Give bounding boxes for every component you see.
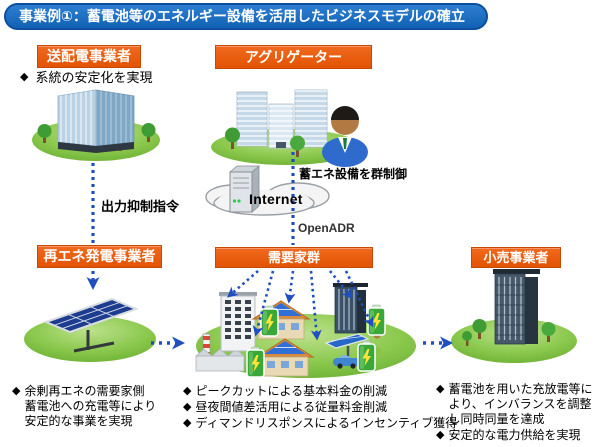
label-group-control: 蓄エネ設備を群制御 [299,167,408,181]
apartment-icon [219,292,257,352]
office-tower-icon [333,283,368,334]
note-text: 蓄電池を用いた充放電等により、インバランスを調整し同時同量を達成 [448,382,593,426]
actor-label-retailer: 小売事業者 [471,247,561,268]
label-output-curtailment: 出力抑制指令 [101,199,180,214]
bullet-item: ◆ ピークカットによる基本料金の削減 [183,384,433,399]
note-line: 余剰再エネの需要家側 [24,384,145,398]
grid-operator-building-icon [32,89,160,161]
battery-icon [260,305,279,337]
diamond-bullet-icon: ◆ [183,385,192,397]
diamond-bullet-icon: ◆ [436,429,445,441]
fanout-arrows [227,270,374,341]
tree-icon [225,127,305,157]
notes-retailer: ◆ 蓄電池を用いた充放電等により、インバランスを調整し同時同量を達成 ◆ 安定的… [436,382,598,444]
bullet-item: ◆ 安定的な電力供給を実現 [436,428,598,443]
note-text: 昼夜間値差活用による従量料金削減 [195,400,388,414]
aggregator-buildings-icon [211,89,368,167]
note-line: 蓄電池への充電等により [24,399,157,413]
diamond-bullet-icon: ◆ [20,71,29,83]
note-text: 安定的な電力供給を実現 [448,428,581,442]
diamond-bullet-icon: ◆ [12,385,21,397]
note-text: 余剰再エネの需要家側 蓄電池への充電等により 安定的な事業を実現 [24,384,156,429]
actor-label-consumers: 需要家群 [215,247,373,268]
bullet-item: ◆ 蓄電池を用いた充放電等により、インバランスを調整し同時同量を達成 [436,382,598,427]
actor-label-grid-operator: 送配電事業者 [37,45,141,68]
flow-arrows [86,152,453,350]
retailer-building-icon [451,269,577,363]
notes-renewable-producer: ◆ 余剰再エネの需要家側 蓄電池への充電等により 安定的な事業を実現 [12,384,187,430]
note-text: 系統の安定化を実現 [35,70,153,85]
bullet-item: ◆ 系統の安定化を実現 [20,70,152,85]
actor-label-renewable-producer: 再エネ発電事業者 [37,245,162,268]
diamond-bullet-icon: ◆ [183,417,192,429]
bullet-item: ◆ 昼夜間値差活用による従量料金削減 [183,400,433,415]
page-title: 事業例①：蓄電池等のエネルギー設備を活用したビジネスモデルの確立 [4,3,488,30]
businessman-icon [322,106,368,167]
solar-farm-icon [24,297,156,362]
label-internet: Internet [249,191,303,207]
factory-icon [194,333,246,372]
consumers-area-icon [194,283,416,378]
note-text: ディマンドリスポンスによるインセンティブ獲得 [195,416,458,430]
label-openadr: OpenADR [298,221,355,235]
notes-consumers: ◆ ピークカットによる基本料金の削減 ◆ 昼夜間値差活用による従量料金削減 ◆ … [183,384,457,432]
note-line: 安定的な事業を実現 [24,414,133,428]
bullet-item: ◆ ディマンドリスポンスによるインセンティブ獲得 [183,416,457,431]
battery-icon [246,346,265,378]
bullet-item: ◆ 余剰再エネの需要家側 蓄電池への充電等により 安定的な事業を実現 [12,384,187,429]
note-text: ピークカットによる基本料金の削減 [195,384,388,398]
battery-icon [357,340,376,372]
tree-icon [462,319,556,346]
diamond-bullet-icon: ◆ [183,401,192,413]
solar-house-icon [255,338,315,377]
server-icon [228,165,261,213]
note-grid-operator: ◆ 系統の安定化を実現 [20,70,152,86]
actor-label-aggregator: アグリゲーター [215,45,372,69]
diamond-bullet-icon: ◆ [436,383,445,395]
